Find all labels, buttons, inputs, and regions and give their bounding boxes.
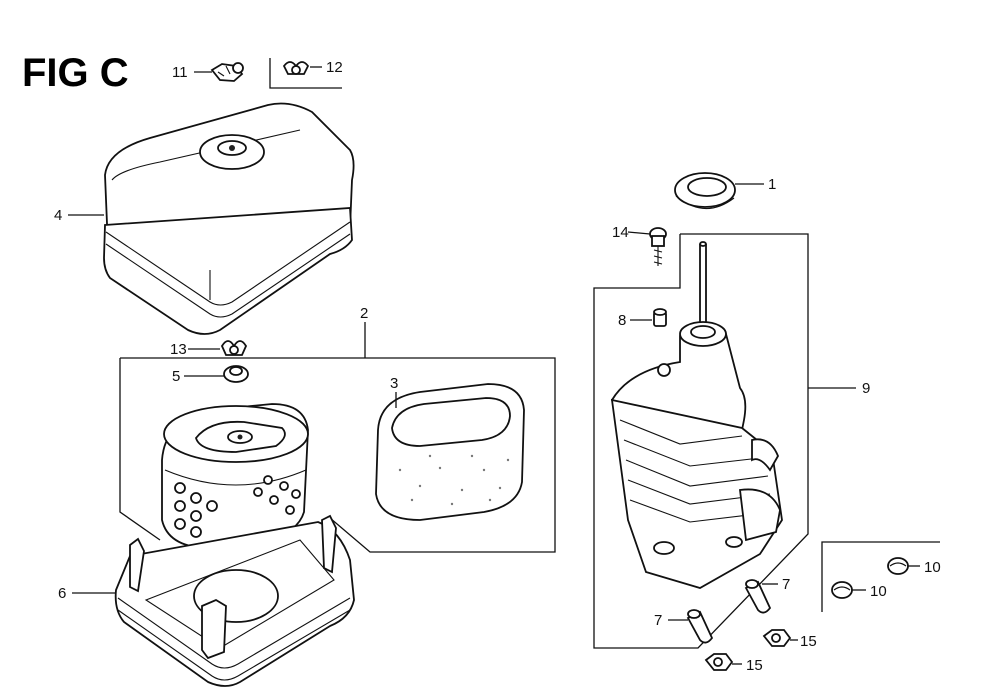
callout-11: 11 [172,64,188,81]
callout-6: 6 [58,585,66,602]
bracket-10 [821,541,940,612]
bracket-9 [593,233,809,649]
callout-2: 2 [360,305,368,322]
part-12-wing-nut [282,61,310,75]
part-8-collar [653,308,667,327]
bracket-2 [120,322,556,553]
bracket-12 [269,58,342,89]
part-4-air-cleaner-cover [103,102,355,335]
callout-3: 3 [390,375,398,392]
bracket-2-left [119,358,161,541]
callout-15a: 15 [800,633,817,650]
callout-10a: 10 [924,559,941,576]
callout-13: 13 [170,341,187,358]
part-9-elbow [610,241,783,589]
callout-10b: 10 [870,583,887,600]
part-7-tube-b [744,579,772,614]
part-15-nut-b [704,653,734,671]
part-13-wing-nut [220,340,248,356]
callout-4: 4 [54,207,62,224]
callout-7a: 7 [654,612,662,629]
part-7-tube-a [686,609,714,644]
part-2-filter-element [161,403,309,549]
callout-8: 8 [618,312,626,329]
leader-14 [627,231,651,235]
part-6-air-cleaner-base [114,514,355,687]
part-5-grommet [223,365,249,383]
part-3-foam-element [375,383,525,521]
callout-15b: 15 [746,657,763,674]
callout-14: 14 [612,224,629,241]
callout-1: 1 [768,176,776,193]
callout-5: 5 [172,368,180,385]
part-15-nut-a [762,629,792,647]
figure-title: FIG C [22,51,129,95]
part-10-cap-b [831,581,853,599]
part-11-nut [210,62,244,82]
callout-9: 9 [862,380,870,397]
part-14-bolt [649,227,667,266]
part-1-seal [674,172,736,210]
part-10-cap-a [887,557,909,575]
callout-12: 12 [326,59,343,76]
callout-7b: 7 [782,576,790,593]
